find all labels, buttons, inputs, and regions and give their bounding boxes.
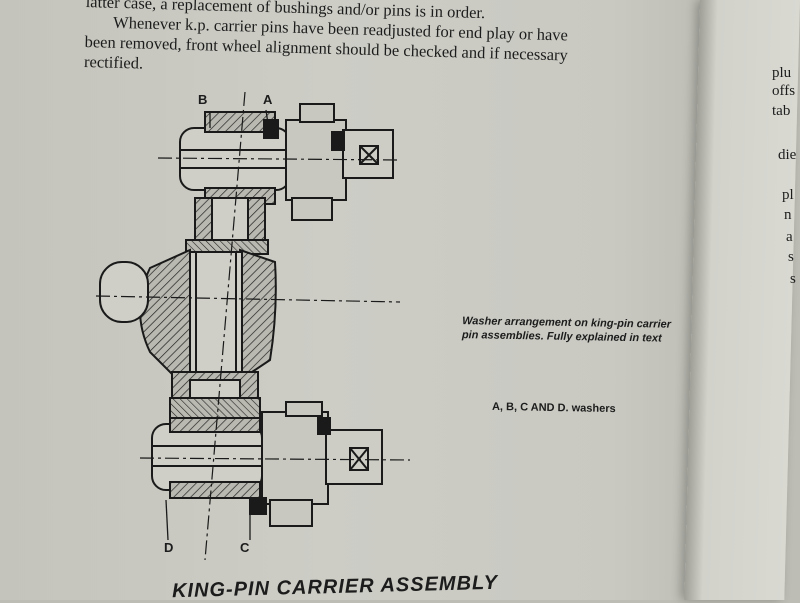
- right-frag-4: die: [778, 147, 797, 163]
- label-d: D: [164, 540, 174, 555]
- right-frag-5: pl: [782, 187, 794, 203]
- right-frag-1: plu: [772, 65, 792, 81]
- figure-caption: Washer arrangement on king-pin carrier p…: [461, 315, 672, 345]
- label-b: B: [198, 92, 208, 107]
- washers-note: A, B, C AND D. washers: [491, 400, 616, 416]
- centre-lines: [95, 91, 411, 561]
- label-a: A: [263, 92, 273, 107]
- right-frag-8: s: [788, 249, 794, 265]
- right-frag-3: tab: [772, 103, 791, 119]
- right-frag-7: a: [786, 229, 793, 245]
- king-pin-body: [99, 197, 277, 425]
- right-frag-2: offs: [772, 83, 796, 99]
- lower-carrier-pin: [151, 401, 383, 527]
- right-frag-9: s: [790, 271, 796, 287]
- right-frag-6: n: [784, 207, 792, 223]
- label-leaders: [165, 109, 269, 541]
- label-c: C: [240, 540, 250, 555]
